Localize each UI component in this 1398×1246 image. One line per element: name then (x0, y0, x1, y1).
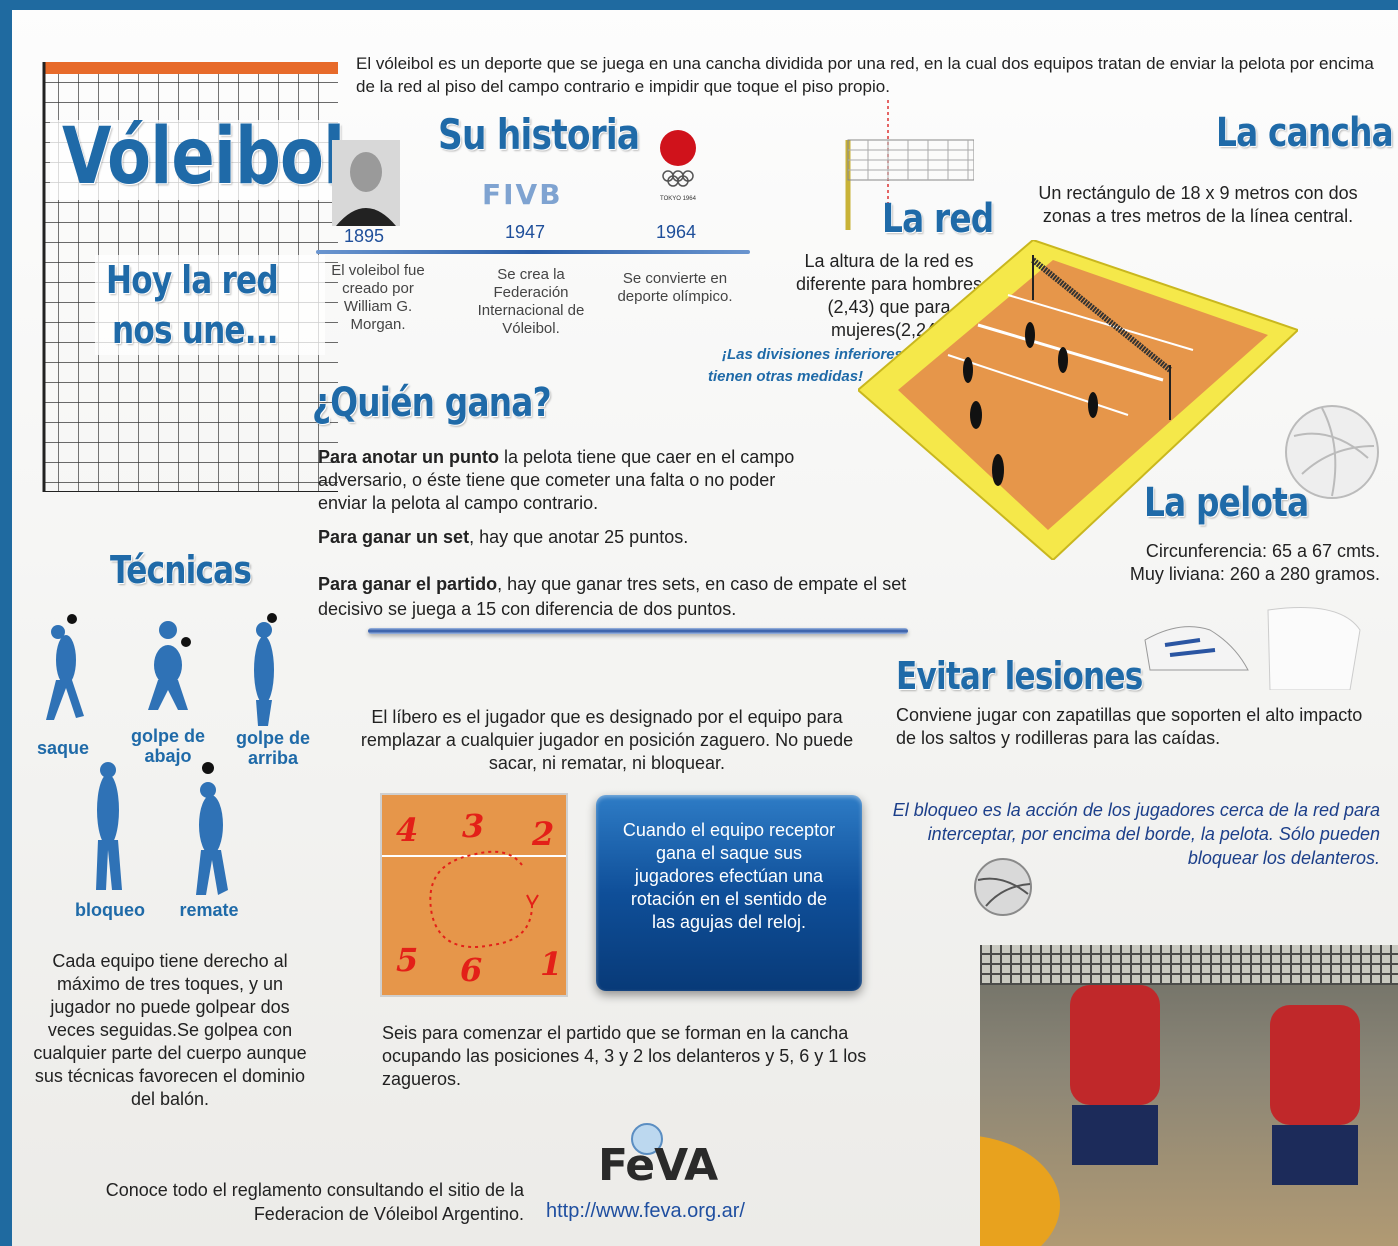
historia-title: Su historia (438, 110, 640, 159)
year-1947: 1947 (505, 222, 546, 242)
photo-net (980, 945, 1398, 985)
tech-label-saque: saque (36, 738, 90, 758)
intro-text: El vóleibol es un deporte que se juega e… (356, 54, 1374, 96)
year-1964: 1964 (656, 222, 697, 242)
technique-silhouettes (46, 613, 277, 895)
tokyo-label: TOKYO 1964 (660, 196, 696, 202)
court-attack-line (382, 855, 566, 857)
position-1: 1 (540, 945, 563, 983)
footer-text: Conoce todo el reglamento consultando el… (105, 1180, 524, 1224)
tech-label-remate: remate (179, 900, 239, 920)
pelota-title: La pelota (1144, 480, 1309, 526)
title-backdrop (50, 120, 340, 200)
quien-gana-title: ¿Quién gana? (312, 380, 552, 426)
cancha-title: La cancha (1216, 110, 1394, 156)
partido-rest: , hay que ganar tres sets, en caso de em… (318, 574, 907, 619)
cancha-text: Un rectángulo de 18 x 9 metros con dos z… (1038, 183, 1358, 226)
set-bold: Para ganar un set (318, 527, 470, 547)
tech-label-golpe-abajo: golpe de abajo (130, 726, 205, 766)
position-3: 3 (462, 807, 485, 845)
pelota-line-2: Muy liviana: 260 a 280 gramos. (1129, 564, 1380, 584)
red-text: La altura de la red es diferente para ho… (795, 251, 983, 340)
lesiones-title: Evitar lesiones (896, 654, 1143, 698)
rotation-info-box: Cuando el equipo receptor gana el saque … (596, 795, 862, 991)
left-border (0, 0, 12, 1246)
shoe-and-kneepad-icon (1144, 607, 1361, 690)
top-border (0, 0, 1398, 10)
red-note-1: ¡Las divisiones inferiores (722, 346, 903, 363)
tagline-backdrop (95, 255, 325, 355)
lesiones-text: Conviene jugar con zapatillas que soport… (896, 705, 1363, 748)
history-1964-text: Se convierte en deporte olímpico. (617, 270, 733, 305)
libero-text: El líbero es el jugador que es designado… (360, 707, 854, 773)
main-title: Vóleibol (62, 112, 345, 202)
fivb-logo-icon: FIVB (482, 178, 563, 211)
position-5: 5 (396, 941, 419, 979)
players-photo-illustration (980, 985, 1360, 1246)
set-paragraph: Para ganar un set, hay que anotar 25 pun… (318, 526, 918, 549)
red-note-2: tienen otras medidas! (708, 368, 864, 385)
tagline-line-2: nos une... (112, 308, 279, 352)
rotation-box-text: Cuando el equipo receptor gana el saque … (622, 820, 836, 932)
year-1895: 1895 (344, 226, 385, 246)
feva-link[interactable]: http://www.feva.org.ar/ (546, 1200, 745, 1222)
bloqueo-text: El bloqueo es la acción de los jugadores… (892, 800, 1380, 868)
history-1895-text: El voleibol fue creado por William G. Mo… (331, 262, 425, 333)
tech-label-bloqueo: bloqueo (75, 900, 145, 920)
tecnicas-title: Técnicas (110, 548, 252, 592)
feva-logo: FeVA (598, 1140, 718, 1191)
volleyball-icon (1285, 405, 1379, 499)
position-4: 4 (396, 811, 419, 849)
partido-bold: Para ganar el partido (318, 574, 498, 594)
punto-paragraph: Para anotar un punto la pelota tiene que… (318, 446, 818, 515)
tagline-line-1: Hoy la red (106, 258, 279, 302)
rotation-court: 4 3 2 5 6 1 (380, 793, 568, 997)
tokyo-olympic-logo-icon (660, 130, 696, 187)
history-1947-text: Se crea la Federación Internacional de V… (477, 266, 585, 337)
section-divider (368, 628, 908, 634)
pelota-line-1: Circunferencia: 65 a 67 cmts. (1145, 541, 1380, 561)
rotation-path (429, 850, 539, 948)
position-6: 6 (460, 951, 483, 989)
feva-ball-icon (631, 1123, 663, 1155)
punto-bold: Para anotar un punto (318, 447, 500, 467)
morgan-portrait-icon (332, 140, 400, 226)
position-2: 2 (532, 815, 555, 853)
tech-label-golpe-arriba: golpe de arriba (235, 728, 310, 768)
court-illustration (858, 240, 1298, 560)
tecnicas-text: Cada equipo tiene derecho al máximo de t… (33, 951, 307, 1109)
timeline-line (316, 250, 750, 254)
rotation-caption: Seis para comenzar el partido que se for… (382, 1023, 867, 1089)
partido-paragraph: Para ganar el partido, hay que ganar tre… (318, 572, 944, 622)
net-post-icon (845, 100, 974, 230)
photo-ball-icon (974, 858, 1032, 916)
set-rest: , hay que anotar 25 puntos. (469, 527, 689, 547)
punto-rest: la pelota tiene que caer en el campo adv… (318, 447, 795, 513)
red-title: La red (882, 196, 994, 242)
